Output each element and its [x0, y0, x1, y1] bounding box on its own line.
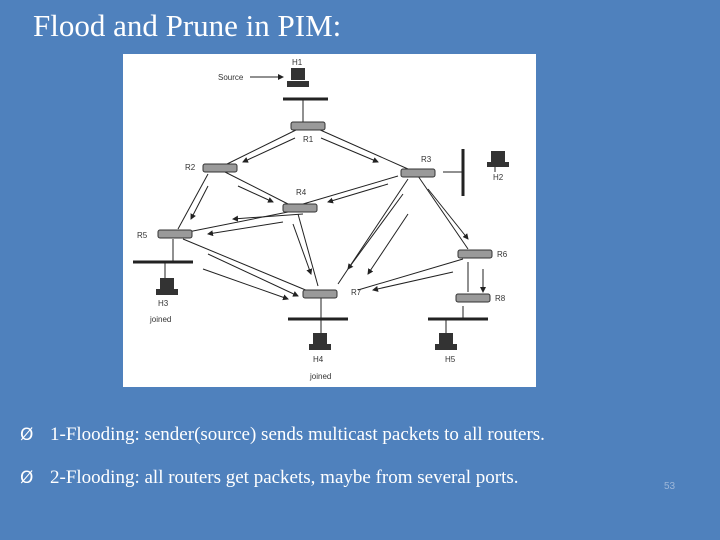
host-label-h5: H5: [445, 355, 456, 364]
router-label-r4: R4: [296, 188, 307, 197]
joined-label-h3: joined: [149, 315, 171, 324]
host-label-h4: H4: [313, 355, 324, 364]
router-label-r2: R2: [185, 163, 196, 172]
bullet-item: Ø 2-Flooding: all routers get packets, ma…: [20, 467, 519, 489]
router-label-r1: R1: [303, 135, 314, 144]
slide-title: Flood and Prune in PIM:: [33, 8, 342, 43]
router-label-r5: R5: [137, 231, 148, 240]
host-label-h3: H3: [158, 299, 169, 308]
router-label-r3: R3: [421, 155, 432, 164]
router-label-r8: R8: [495, 294, 506, 303]
joined-label-h4: joined: [309, 372, 331, 381]
router-label-r7: R7: [351, 288, 362, 297]
pim-network-diagram: Source H1 H2 H3 H4 H5 R1 R2 R3 R4 R5 R6 …: [123, 54, 536, 387]
router-label-r6: R6: [497, 250, 508, 259]
host-label-h1: H1: [292, 58, 303, 67]
source-label: Source: [218, 73, 244, 82]
bullet-item: Ø 1-Flooding: sender(source) sends multic…: [20, 424, 545, 446]
host-label-h2: H2: [493, 173, 504, 182]
arrow-bullet-icon: Ø: [20, 468, 34, 488]
arrow-bullet-icon: Ø: [20, 425, 34, 445]
slide-number: 53: [664, 481, 676, 492]
bullet-text: 1-Flooding: sender(source) sends multica…: [50, 424, 545, 445]
bullet-text: 2-Flooding: all routers get packets, may…: [50, 467, 519, 488]
